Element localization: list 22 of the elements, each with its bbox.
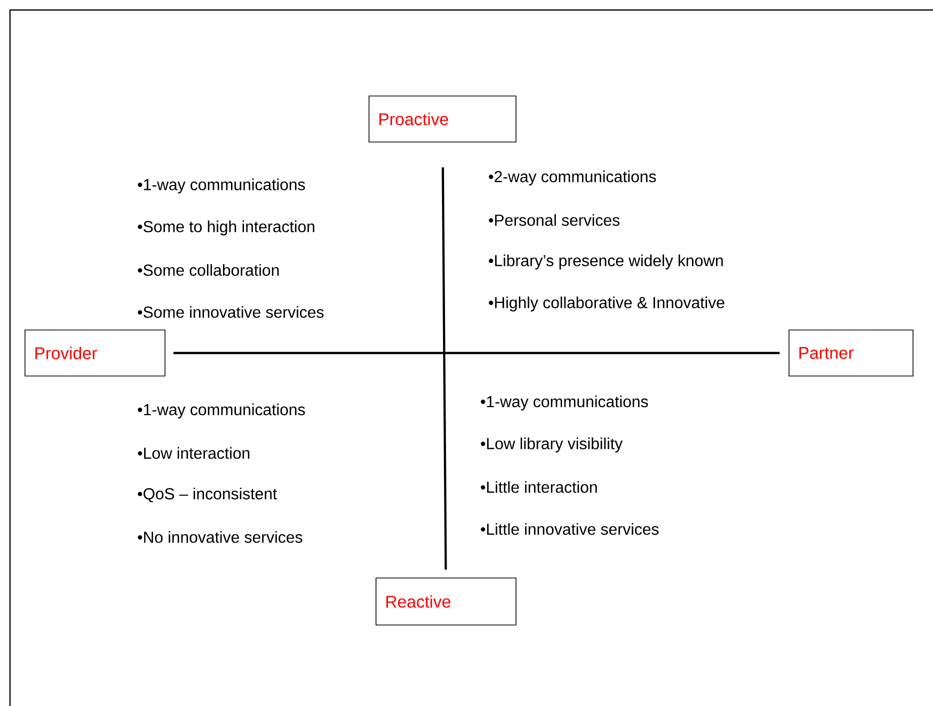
bullet-text: •Some to high interaction: [138, 220, 314, 236]
bullet-text: •1-way communications: [138, 178, 305, 194]
bullet-text: •1-way communications: [480, 396, 648, 410]
axis-line: [442, 167, 447, 570]
bullet-text: •1-way communications: [138, 404, 305, 418]
bullet-text: •Low library visibility: [480, 438, 623, 452]
axis-line: [173, 352, 780, 354]
bullet-text: •Personal services: [488, 214, 620, 226]
label-box: Partner: [788, 330, 914, 376]
bullet-text: •2-way communications: [488, 170, 656, 186]
bullet-text: •Low interaction: [138, 447, 250, 459]
bullet-text: •QoS – inconsistent: [138, 488, 277, 502]
bullet-text: •Little interaction: [480, 481, 597, 493]
bullet-text: •Some innovative services: [138, 306, 324, 318]
label-box: Proactive: [368, 96, 516, 142]
label-box: Provider: [24, 330, 166, 376]
bullet-text: •Library’s presence widely known: [488, 254, 723, 270]
label-box: Reactive: [376, 578, 516, 626]
bullet-text: •No innovative services: [138, 531, 302, 543]
bullet-text: •Some collaboration: [138, 264, 279, 276]
bullet-text: •Highly collaborative & Innovative: [488, 296, 724, 312]
bullet-text: •Little innovative services: [480, 523, 659, 535]
